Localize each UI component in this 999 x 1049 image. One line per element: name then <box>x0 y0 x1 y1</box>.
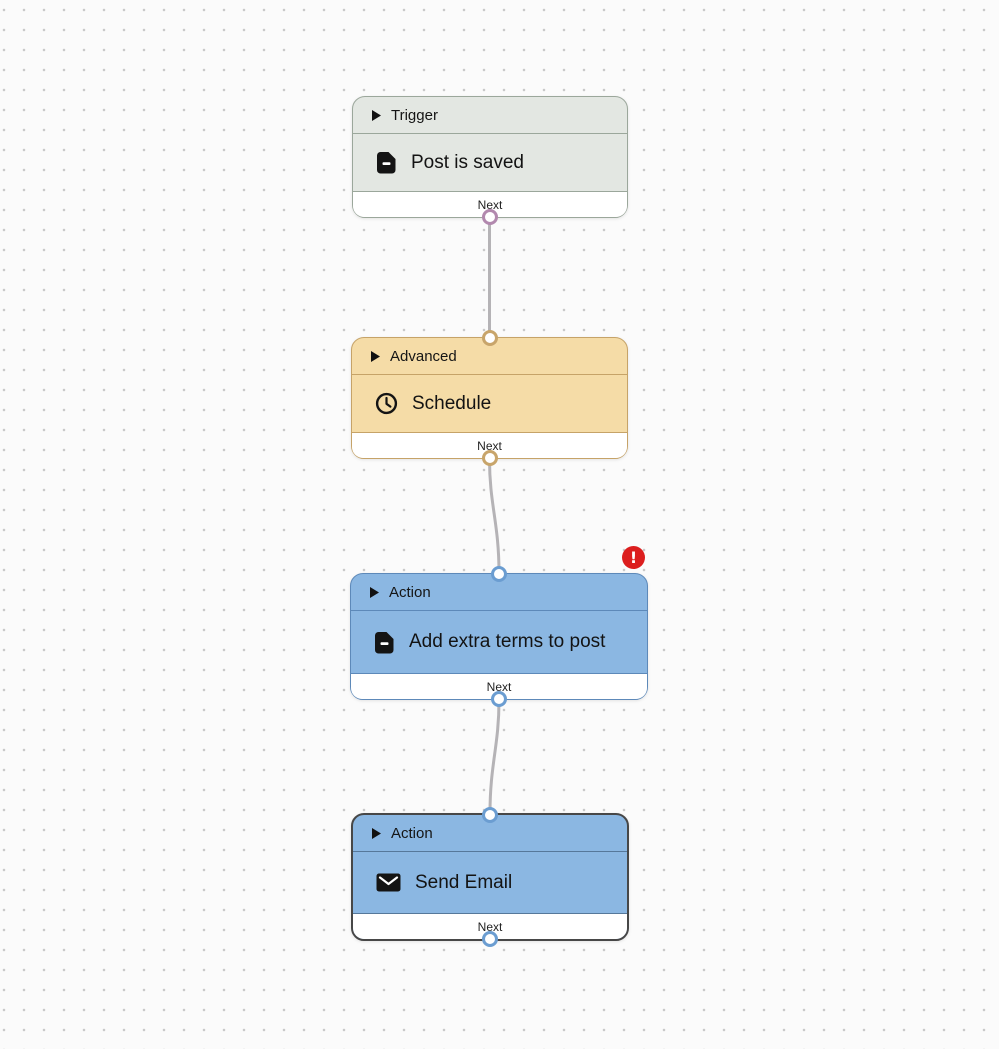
document-icon <box>376 151 397 174</box>
node-action-add-extra-terms[interactable]: Action Add extra terms to post Next <box>350 566 648 707</box>
node-category-label: Action <box>391 824 433 842</box>
node-category-label: Trigger <box>391 106 438 124</box>
node-body: Send Email <box>353 852 627 913</box>
node-title: Send Email <box>415 871 513 893</box>
output-port[interactable] <box>491 691 507 707</box>
output-port[interactable] <box>482 931 498 947</box>
node-category-label: Action <box>389 583 431 601</box>
input-port[interactable] <box>491 566 507 582</box>
node-body: Post is saved <box>353 134 627 191</box>
edge-advanced-to-action[interactable] <box>488 457 501 575</box>
next-port-label: Next <box>477 197 503 212</box>
collapse-caret-icon <box>372 827 381 839</box>
node-category-label: Advanced <box>390 347 457 365</box>
envelope-icon <box>376 873 401 892</box>
node-body: Schedule <box>352 375 627 432</box>
node-header[interactable]: Action <box>353 815 627 852</box>
input-port[interactable] <box>482 807 498 823</box>
input-port[interactable] <box>481 330 498 346</box>
output-port[interactable] <box>482 209 498 225</box>
edge-action-to-sendemail[interactable] <box>488 698 501 815</box>
node-header[interactable]: Advanced <box>352 338 627 375</box>
collapse-caret-icon <box>371 350 380 362</box>
node-title: Schedule <box>412 392 492 414</box>
clock-icon <box>375 392 398 415</box>
node-action-send-email[interactable]: Action Send Email Next <box>351 807 629 947</box>
collapse-caret-icon <box>372 109 381 121</box>
error-badge[interactable]: ! <box>622 546 645 569</box>
node-trigger-post-is-saved[interactable]: Trigger Post is saved Next <box>352 96 628 225</box>
node-footer: Next <box>353 191 627 217</box>
node-title: Post is saved <box>411 151 524 173</box>
node-footer: Next <box>351 673 647 699</box>
next-port-label: Next <box>477 919 503 934</box>
node-header[interactable]: Trigger <box>353 97 627 134</box>
node-body: Add extra terms to post <box>351 611 647 673</box>
node-title: Add extra terms to post <box>409 631 606 652</box>
collapse-caret-icon <box>370 586 379 598</box>
node-advanced-schedule[interactable]: Advanced Schedule Next <box>351 330 628 466</box>
next-port-label: Next <box>477 438 502 453</box>
output-port[interactable] <box>481 450 498 466</box>
next-port-label: Next <box>486 679 512 694</box>
node-header[interactable]: Action <box>351 574 647 611</box>
document-icon <box>374 631 395 654</box>
node-footer: Next <box>352 432 627 458</box>
